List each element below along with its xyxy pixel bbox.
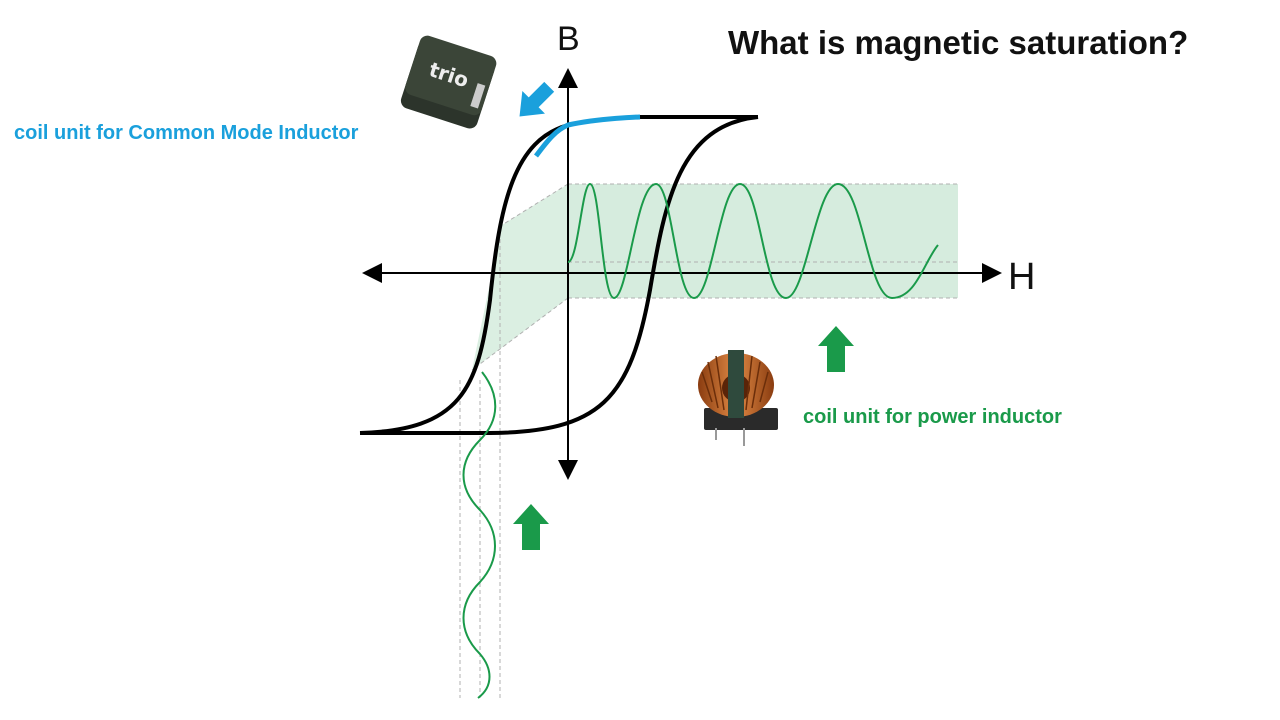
smd-inductor-chip-icon: trio — [400, 35, 497, 129]
power-inductor-label: coil unit for power inductor — [803, 406, 1062, 428]
arrow-down-right-icon — [519, 81, 555, 117]
saturation-highlight — [534, 114, 641, 158]
h-axis-label: H — [1008, 256, 1036, 298]
arrow-up-icon — [513, 504, 549, 550]
signal-wave-horizontal — [567, 182, 939, 300]
common-mode-inductor-label: coil unit for Common Mode Inductor — [14, 122, 359, 144]
b-axis-label: B — [557, 20, 580, 58]
page-title: What is magnetic saturation? — [728, 24, 1189, 61]
arrow-up-icon — [818, 326, 854, 372]
signal-wave-vertical — [462, 371, 497, 699]
toroidal-coil-icon — [698, 350, 778, 446]
hysteresis-curve-lower — [360, 115, 759, 435]
signal-band-projection — [472, 184, 568, 370]
